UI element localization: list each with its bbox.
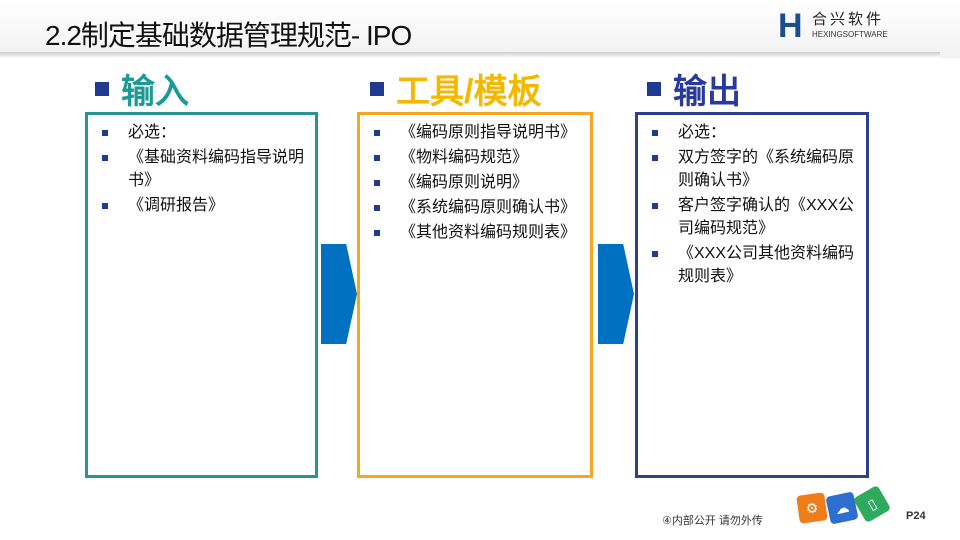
bullet-icon: [102, 155, 108, 161]
square-bullet-icon: [95, 81, 109, 96]
item-text: 《其他资料编码规则表》: [400, 224, 577, 241]
header-divider: [0, 52, 940, 58]
item-text: 必选：: [678, 124, 727, 141]
list-item: 《调研报告》: [98, 194, 305, 217]
bullet-icon: [374, 205, 380, 211]
item-text: 《基础资料编码指导说明书》: [128, 149, 305, 189]
list-item: 《其他资料编码规则表》: [370, 221, 580, 244]
heading-label: 工具/模板: [396, 73, 542, 111]
item-text: 双方签字的《系统编码原则确认书》: [678, 149, 855, 189]
tools-box: 《编码原则指导说明书》《物料编码规范》《编码原则说明》《系统编码原则确认书》《其…: [357, 112, 593, 478]
heading-output: 输出: [647, 64, 741, 113]
confidentiality-notice: ④内部公开 请勿外传: [662, 515, 763, 527]
arrow-right-icon: [598, 244, 634, 344]
page-number: P24: [906, 510, 926, 522]
heading-tools: 工具/模板: [370, 64, 541, 113]
output-box: 必选： 双方签字的《系统编码原则确认书》客户签字确认的《XXX公司编码规范》《XX…: [635, 112, 869, 478]
item-text: 《编码原则说明》: [400, 174, 529, 191]
bullet-icon: [652, 251, 658, 257]
heading-label: 输入: [121, 73, 189, 111]
list-item: 《XXX公司其他资料编码规则表》: [648, 242, 856, 288]
bullet-icon: [102, 203, 108, 209]
item-text: 《调研报告》: [128, 197, 225, 214]
list-item: 客户签字确认的《XXX公司编码规范》: [648, 194, 856, 240]
logo-en: HEXINGSOFTWARE: [812, 30, 888, 39]
logo-cn: 合兴软件: [812, 11, 885, 28]
bullet-icon: [652, 203, 658, 209]
item-text: 《XXX公司其他资料编码规则表》: [678, 245, 855, 285]
bullet-icon: [374, 230, 380, 236]
bullet-icon: [374, 155, 380, 161]
company-logo: H 合兴软件 HEXINGSOFTWARE: [778, 6, 908, 46]
bullet-icon: [102, 130, 108, 136]
item-text: 《物料编码规范》: [400, 149, 529, 166]
item-text: 客户签字确认的《XXX公司编码规范》: [678, 197, 855, 237]
square-bullet-icon: [370, 81, 384, 96]
list-item: 《编码原则说明》: [370, 171, 580, 194]
cloud-cube-icon: ☁: [825, 491, 859, 525]
bullet-icon: [374, 130, 380, 136]
list-item: 《基础资料编码指导说明书》: [98, 146, 305, 192]
list-item: 必选：: [648, 121, 856, 144]
list-item: 《编码原则指导说明书》: [370, 121, 580, 144]
input-box: 必选： 《基础资料编码指导说明书》《调研报告》: [85, 112, 318, 478]
square-bullet-icon: [647, 81, 661, 96]
slide-title: 2.2制定基础数据管理规范- IPO: [45, 20, 412, 51]
header-bar: [0, 0, 960, 58]
bullet-icon: [652, 155, 658, 161]
logo-h-icon: H: [778, 7, 803, 45]
list-item: 《系统编码原则确认书》: [370, 196, 580, 219]
list-item: 双方签字的《系统编码原则确认书》: [648, 146, 856, 192]
heading-label: 输出: [673, 73, 741, 111]
list-item: 《物料编码规范》: [370, 146, 580, 169]
tablet-cube-icon: ▯: [852, 484, 892, 524]
item-text: 必选：: [128, 124, 177, 141]
bullet-icon: [374, 180, 380, 186]
arrow-right-icon: [321, 244, 357, 344]
network-cube-icon: ⚙: [796, 492, 828, 524]
bullet-icon: [652, 130, 658, 136]
item-text: 《系统编码原则确认书》: [400, 199, 577, 216]
list-item: 必选：: [98, 121, 305, 144]
item-text: 《编码原则指导说明书》: [400, 124, 577, 141]
heading-input: 输入: [95, 64, 189, 113]
